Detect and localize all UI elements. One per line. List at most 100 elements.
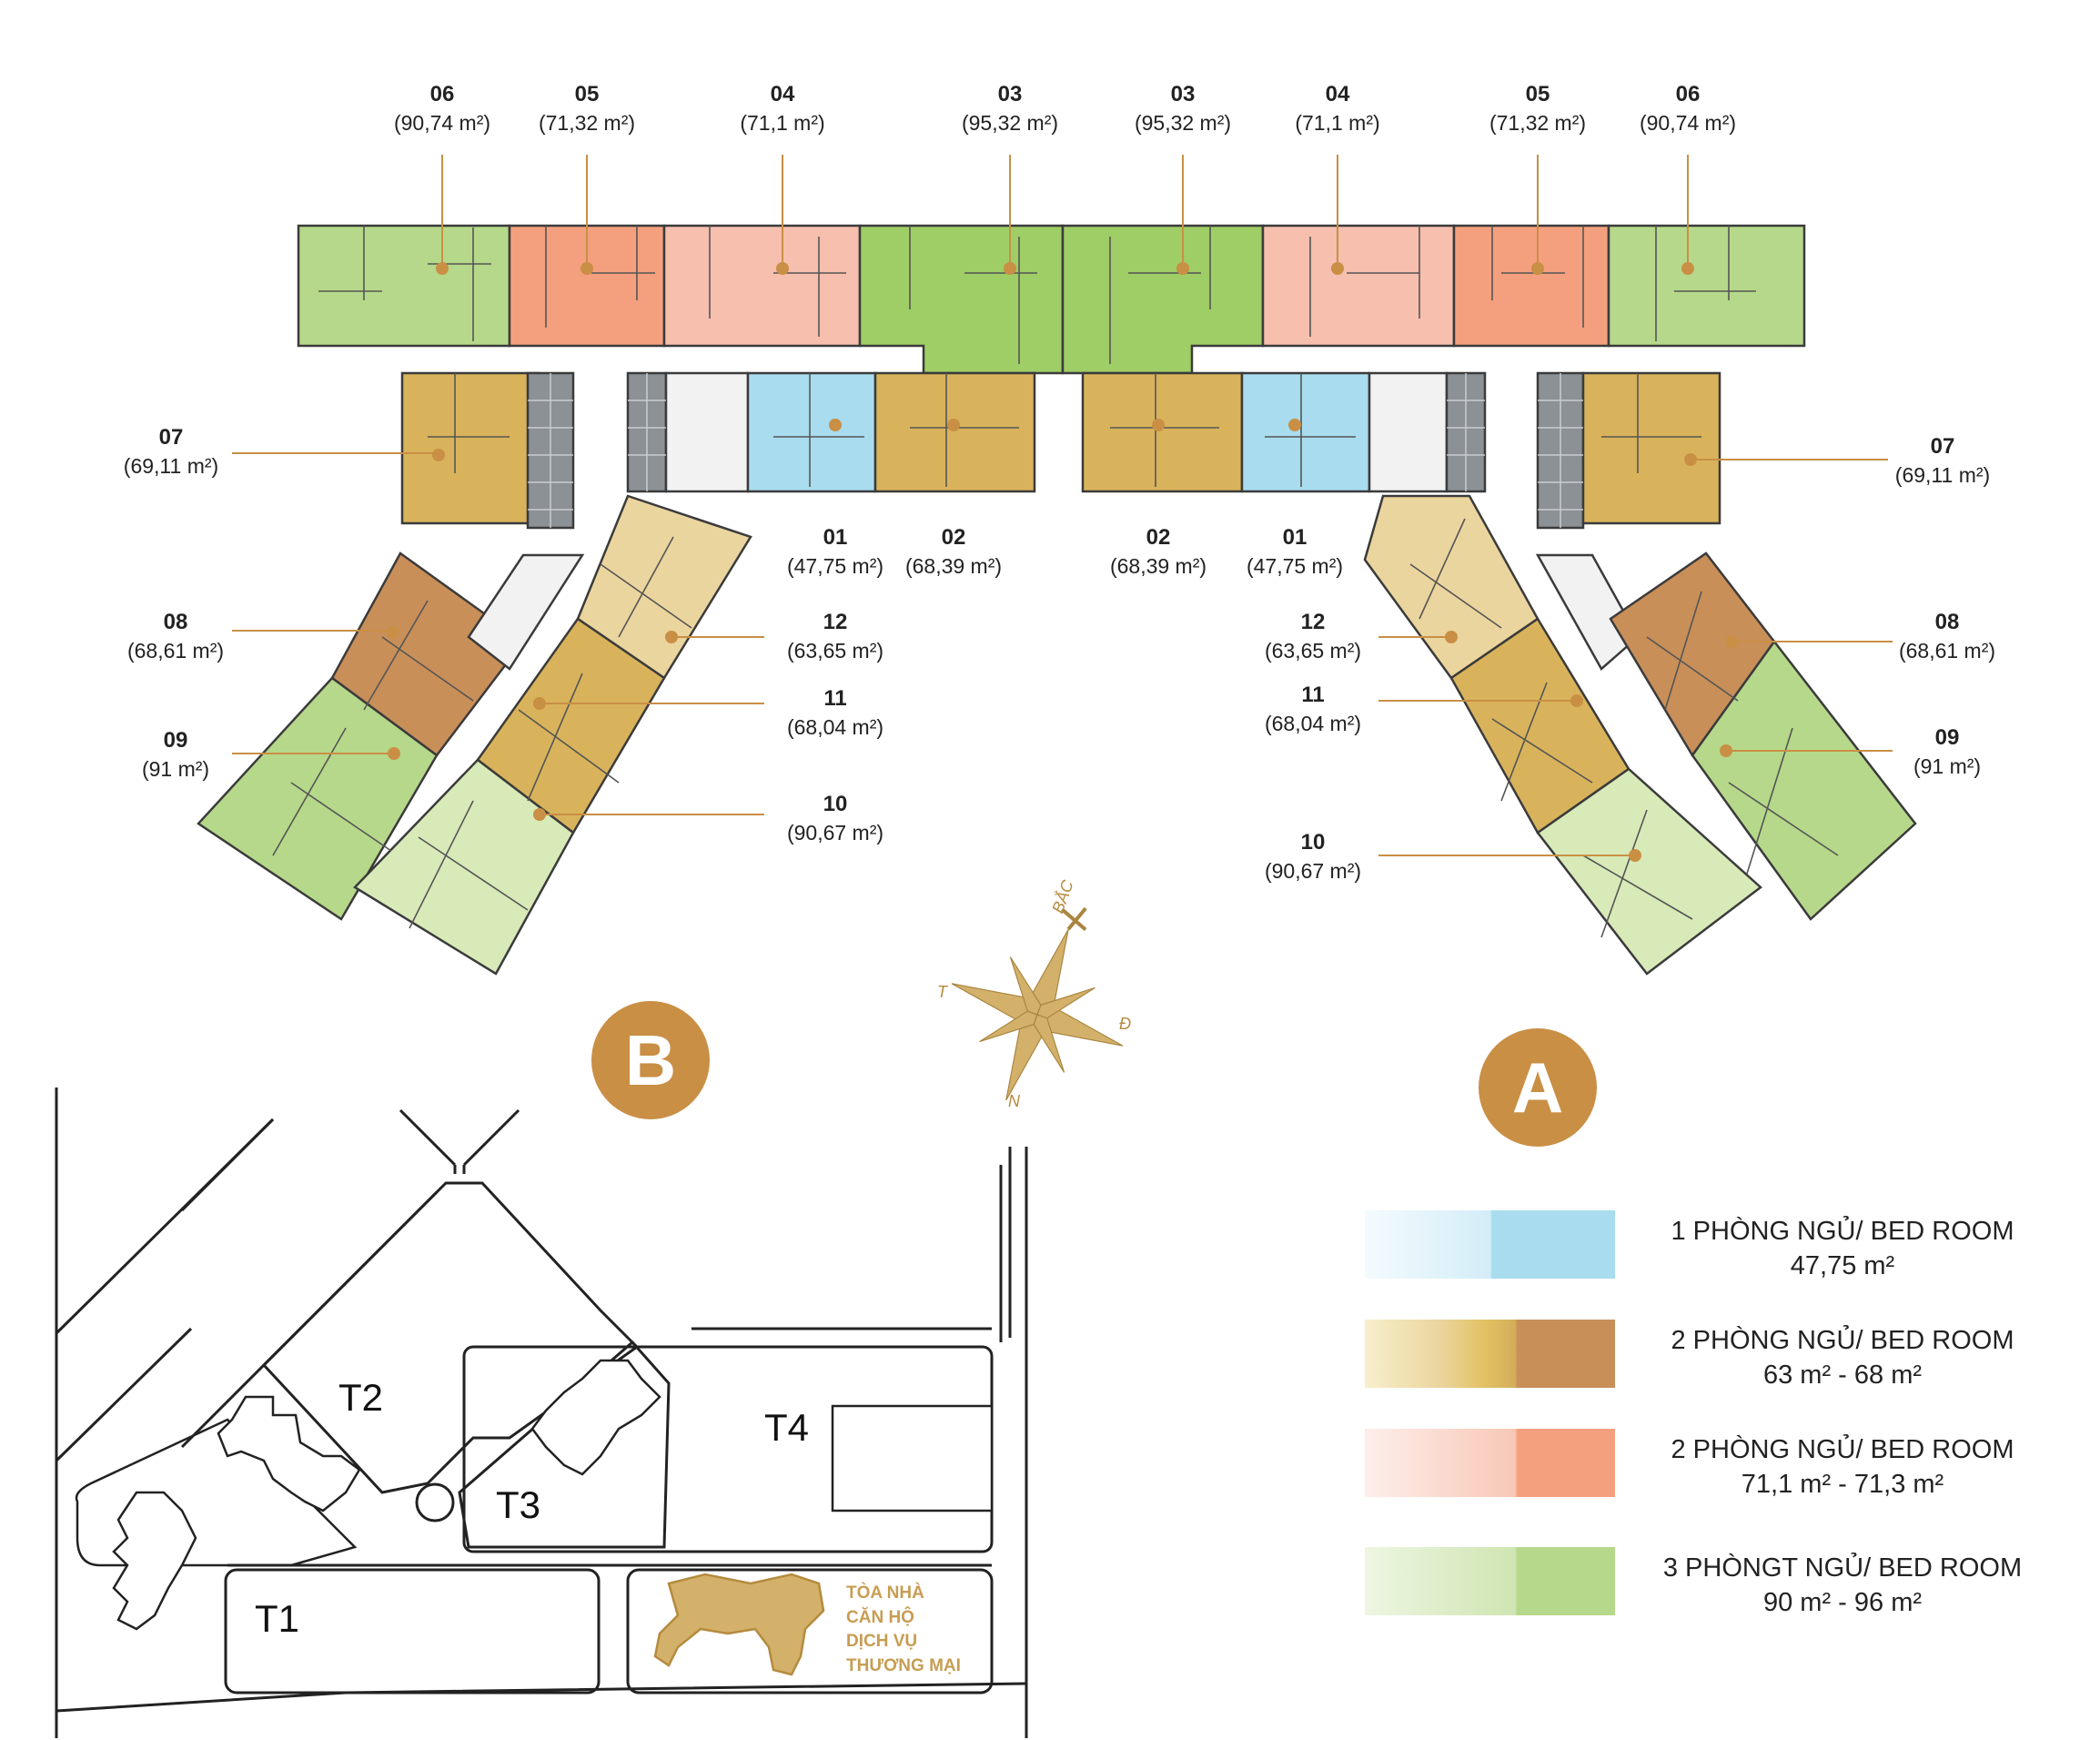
unit-label: 10 (90,67 m²) [735,790,935,847]
legend-sub: 47,75 m² [1790,1250,1895,1280]
middle-partitions [428,373,1701,487]
legend-sub: 71,1 m² - 71,3 m² [1741,1469,1944,1499]
unit-area: (90,74 m²) [1639,111,1737,136]
unit-number: 02 [941,525,966,550]
unit-area: (68,04 m²) [786,715,884,740]
unit-number: 11 [823,686,847,711]
unit-area: (68,61 m²) [1898,639,1996,663]
unit-area: (90,74 m²) [393,111,491,136]
unit-number: 04 [770,82,795,106]
wing-B-partitions [272,536,692,929]
unit-number: 01 [823,525,848,550]
unit-number: 10 [823,792,848,816]
unit-label: 04 (71,1 m²) [1237,80,1438,137]
legend-item-4: 3 PHÒNGT NGỦ/ BED ROOM 90 m² - 96 m² [1629,1552,2056,1620]
unit-area: (90,67 m²) [786,821,884,845]
unit-area: (68,39 m²) [904,554,1003,579]
unit-B-07 [400,371,540,525]
unit-area: (63,65 m²) [786,639,884,663]
unit-number: 04 [1325,82,1350,106]
unit-area: (47,75 m²) [786,554,884,579]
compass-east-label: Đ [1119,1015,1131,1033]
compass-rose [951,906,1124,1101]
unit-area: (95,32 m²) [961,111,1059,136]
unit-number: 10 [1300,830,1326,855]
leader-lines [232,155,1893,856]
unit-area: (95,32 m²) [1134,111,1232,136]
stair-B [664,371,750,493]
unit-label: 02(68,39 m²) [1058,523,1258,581]
unit-number: 06 [429,82,455,106]
unit-label: 09 (91 m²) [76,726,276,784]
unit-number: 08 [1934,610,1960,634]
legend-item-2: 2 PHÒNG NGỦ/ BED ROOM 63 m² - 68 m² [1629,1324,2056,1392]
unit-number: 11 [1301,683,1325,707]
unit-A-02 [1081,371,1244,493]
wing-B-badge: B [591,1001,710,1119]
middle-row-units [400,371,1721,530]
unit-label: 01 (47,75 m²) [1195,523,1395,581]
unit-label: 07(69,11 m²) [1843,432,2043,490]
unit-number: 07 [158,425,184,450]
unit-number: 09 [163,728,188,753]
site-label-t3: T3 [496,1483,541,1526]
legend-sub: 63 m² - 68 m² [1762,1360,1923,1390]
unit-label: 07 (69,11 m²) [71,423,271,481]
unit-label: 03 (95,32 m²) [910,80,1110,137]
unit-area: (71,32 m²) [1489,111,1587,136]
unit-label: 03(95,32 m²) [1083,80,1283,137]
legend-swatch-3 [1365,1429,1615,1497]
unit-number: 03 [997,82,1023,106]
unit-A-03 [1061,224,1265,375]
unit-number: 05 [574,82,600,106]
unit-number: 12 [823,610,848,634]
unit-B-09 [197,676,439,921]
unit-number: 12 [1300,610,1326,634]
legend-item-1: 1 PHÒNG NGỦ/ BED ROOM 47,75 m² [1629,1215,2056,1283]
unit-label: 11(68,04 m²) [1213,681,1413,738]
unit-number: 02 [1146,525,1171,550]
mall-label: TÒA NHÀ CĂN HỘ DỊCH VỤ THƯƠNG MẠI [846,1582,992,1678]
unit-label: 12 (63,65 m²) [1213,608,1413,665]
unit-label: 08(68,61 m²) [76,608,276,665]
unit-area: (71,32 m²) [538,111,636,136]
legend-swatches [1365,1210,1615,1615]
unit-area: (47,75 m²) [1246,554,1344,579]
stair-A [1368,371,1449,493]
legend-swatch-2 [1365,1320,1615,1388]
wing-B-units [197,494,752,976]
unit-label: 01 (47,75 m²) [735,523,935,581]
wing-A-units [1363,494,1917,976]
unit-area: (68,61 m²) [126,639,225,663]
unit-area: (91 m²) [141,757,210,782]
unit-label: 02 (68,39 m²) [853,523,1054,581]
unit-label: 06 (90,74 m²) [342,80,542,137]
unit-area: (63,65 m²) [1264,639,1362,663]
unit-area: (71,1 m²) [1295,111,1380,136]
core-grid [528,373,1583,528]
site-label-t1: T1 [255,1597,300,1640]
unit-A-07 [1581,371,1721,525]
mall-label-line: TÒA NHÀ [846,1583,924,1603]
unit-area: (69,11 m²) [1894,463,1991,488]
building-T2 [217,1395,361,1512]
unit-A-04 [1261,224,1456,348]
legend-title: 2 PHÒNG NGỦ/ BED ROOM [1671,1435,2014,1464]
site-label-t2: T2 [338,1376,384,1419]
top-row-partitions [318,226,1756,364]
legend-title: 2 PHÒNG NGỦ/ BED ROOM [1671,1326,2014,1355]
building-T1-tower [112,1491,197,1631]
building-mall [653,1573,825,1676]
unit-B-01 [746,371,877,493]
unit-A-01 [1240,371,1371,493]
wing-A-badge: A [1479,1028,1597,1147]
unit-label: 06(90,74 m²) [1588,80,1788,137]
unit-number: 09 [1934,725,1960,750]
site-map-buildings [112,1359,994,1676]
wing-A-partitions [1409,518,1839,938]
unit-area: (69,11 m²) [123,454,219,479]
unit-number: 01 [1282,525,1307,550]
unit-area: (91 m²) [1913,754,1982,779]
compass-west-label: T [937,983,947,1001]
building-T3 [530,1359,661,1476]
